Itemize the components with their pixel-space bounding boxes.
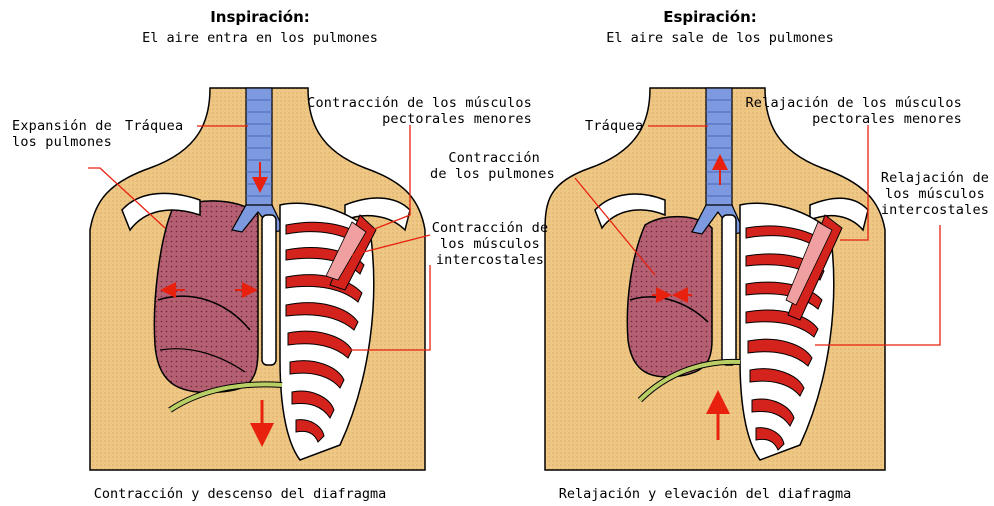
right-torso: [545, 88, 940, 470]
label-left-pectoral: Contracción de los músculos pectorales m…: [300, 95, 532, 127]
label-left-trachea: Tráquea: [125, 118, 183, 134]
label-right-trachea: Tráquea: [585, 118, 643, 134]
label-right-pectoral: Relajación de los músculos pectorales me…: [740, 95, 962, 127]
label-left-intercostal: Contracción de los músculos intercostale…: [430, 220, 550, 268]
label-lung-contraction: Contracción de los pulmones: [430, 150, 540, 182]
right-lung-contracted: [627, 217, 712, 377]
left-panel-caption: Contracción y descenso del diafragma: [80, 486, 400, 502]
label-lung-expansion: Expansión de los pulmones: [12, 118, 112, 150]
label-right-intercostal: Relajación de los músculos intercostales: [876, 170, 994, 218]
right-panel-subtitle: El aire sale de los pulmones: [560, 30, 880, 46]
right-panel-title: Espiración:: [560, 8, 860, 26]
right-panel-caption: Relajación y elevación del diafragma: [545, 486, 865, 502]
right-trachea: [706, 88, 732, 213]
left-trachea: [246, 88, 272, 213]
left-sternum: [262, 215, 276, 365]
right-sternum: [722, 215, 736, 365]
left-torso: [88, 88, 430, 470]
left-panel-title: Inspiración:: [110, 8, 410, 26]
left-panel-subtitle: El aire entra en los pulmones: [100, 30, 420, 46]
